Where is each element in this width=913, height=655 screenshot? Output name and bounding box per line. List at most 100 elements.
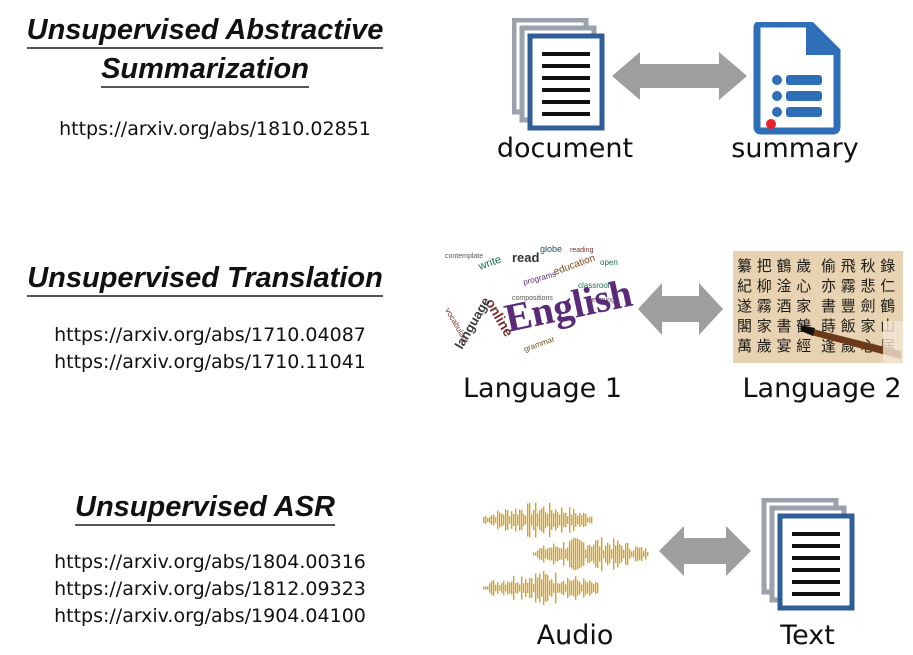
word-read: read <box>512 250 540 265</box>
link-1710-11041[interactable]: https://arxiv.org/abs/1710.11041 <box>54 351 366 373</box>
summary-caption: summary <box>731 133 859 164</box>
waveform-bar <box>541 508 543 532</box>
waveform-bar <box>633 550 635 558</box>
waveform-bar <box>483 586 485 590</box>
waveform-bar <box>531 514 533 526</box>
waveform-bar <box>597 582 599 594</box>
waveform-bar <box>519 509 521 531</box>
svg-text:蒔 飯 家 山: 蒔 飯 家 山 <box>821 317 895 335</box>
waveform-bar <box>575 538 577 570</box>
waveform-bar <box>521 510 523 530</box>
waveform-bar <box>547 513 549 527</box>
waveform-bar <box>529 502 531 538</box>
waveform-bar <box>541 548 543 560</box>
waveform-bar <box>503 580 505 596</box>
waveform-bar <box>583 512 585 528</box>
waveform-bar <box>515 583 517 593</box>
waveform-bar <box>491 580 493 596</box>
waveform-bar <box>493 580 495 596</box>
waveform-bar <box>639 547 641 561</box>
svg-text:萬 歲 宴 經: 萬 歲 宴 經 <box>737 337 811 355</box>
waveform-bar <box>511 511 513 529</box>
waveform-bar <box>595 581 597 595</box>
waveform-bar <box>557 583 559 593</box>
word-contemplate: contemplate <box>445 253 483 260</box>
waveform-bar <box>591 546 593 562</box>
waveform-bar <box>571 514 573 526</box>
waveform-bar <box>521 576 523 600</box>
waveform-bar <box>483 516 485 524</box>
waveform-bar <box>567 547 569 561</box>
waveform-bar <box>553 543 555 565</box>
svg-text:遂 霧 酒 家: 遂 霧 酒 家 <box>737 297 811 315</box>
link-1804-00316[interactable]: https://arxiv.org/abs/1804.00316 <box>54 551 366 573</box>
translation-links: https://arxiv.org/abs/1710.04087 https:/… <box>15 322 405 376</box>
link-1810-02851[interactable]: https://arxiv.org/abs/1810.02851 <box>59 118 371 140</box>
translation-title: Unsupervised Translation <box>10 262 400 297</box>
svg-text:纂 把 鶴 歲: 纂 把 鶴 歲 <box>737 257 811 275</box>
text-caption: Text <box>780 620 835 651</box>
word-reading: reading <box>570 247 593 254</box>
waveform-bar <box>577 515 579 525</box>
waveform-bar <box>555 572 557 604</box>
waveform-bar <box>623 549 625 559</box>
waveform-bar <box>545 574 547 602</box>
waveform-bar <box>575 576 577 600</box>
waveform-bar <box>489 516 491 524</box>
waveform-bar <box>537 550 539 558</box>
waveform-bar <box>571 539 573 569</box>
document-caption: document <box>496 133 634 164</box>
waveform-bar <box>487 586 489 590</box>
waveform-bar <box>549 547 551 561</box>
waveform-bar <box>501 583 503 593</box>
waveform-bar <box>489 583 491 593</box>
waveform-bar <box>565 584 567 592</box>
waveform-bar <box>561 548 563 560</box>
waveform-bar <box>497 581 499 595</box>
waveform-bar <box>607 542 609 566</box>
double-arrow-icon <box>659 526 751 576</box>
waveform-bar <box>565 549 567 559</box>
waveform-bar <box>565 512 567 528</box>
word-compositions: compositions <box>512 295 553 302</box>
waveform-bar <box>561 507 563 533</box>
waveform-bar <box>637 547 639 561</box>
asr-title: Unsupervised ASR <box>10 491 400 526</box>
waveform-bar <box>557 546 559 562</box>
waveform-bar <box>561 582 563 594</box>
summarization-title: Unsupervised Abstractive Summarization <box>10 14 400 88</box>
waveform-bar <box>577 538 579 570</box>
waveform-bar <box>647 551 649 557</box>
link-1904-04100[interactable]: https://arxiv.org/abs/1904.04100 <box>54 605 366 627</box>
waveform-bar <box>511 581 513 595</box>
waveform-bar <box>583 542 585 566</box>
waveform-bar <box>575 513 577 527</box>
waveform-bar <box>539 573 541 603</box>
waveform-bar <box>563 512 565 528</box>
waveform-bar <box>543 545 545 563</box>
double-arrow-icon <box>612 52 747 100</box>
link-1812-09323[interactable]: https://arxiv.org/abs/1812.09323 <box>54 578 366 600</box>
waveform-bar <box>543 571 545 605</box>
waveform-bar <box>569 507 571 533</box>
waveform-bar <box>555 546 557 562</box>
waveform-bar <box>581 584 583 592</box>
waveform-bar <box>567 516 569 524</box>
waveform-bar <box>597 539 599 569</box>
asr-links: https://arxiv.org/abs/1804.00316 https:/… <box>15 549 405 630</box>
waveform-bar <box>555 509 557 531</box>
link-1710-04087[interactable]: https://arxiv.org/abs/1710.04087 <box>54 324 366 346</box>
audio-waveform-image <box>483 502 649 605</box>
waveform-bar <box>559 514 561 526</box>
waveform-bar <box>527 503 529 537</box>
waveform-bar <box>547 548 549 560</box>
waveform-bar <box>539 510 541 530</box>
waveform-bar <box>485 586 487 590</box>
word-classroom: classroom <box>578 281 615 290</box>
waveform-bar <box>509 516 511 524</box>
waveform-bar <box>523 583 525 593</box>
waveform-bar <box>559 583 561 593</box>
waveform-bar <box>533 552 535 556</box>
waveform-bar <box>563 542 565 566</box>
waveform-bar <box>625 543 627 565</box>
